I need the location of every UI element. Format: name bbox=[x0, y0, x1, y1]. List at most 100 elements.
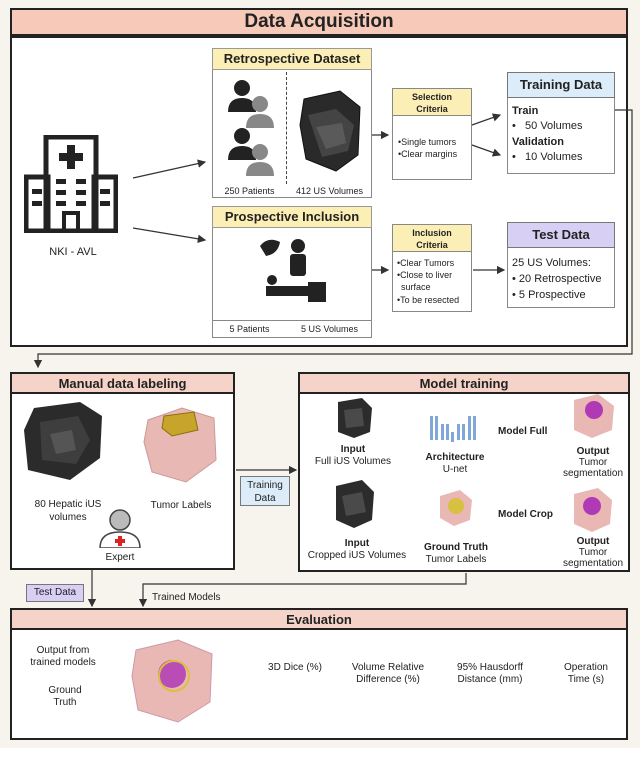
selection-title-line2: Criteria bbox=[416, 104, 448, 114]
tumor-label-image bbox=[142, 404, 220, 484]
training-data-flow-label: Training Data bbox=[240, 476, 290, 506]
metric-operation-time: Operation Time (s) bbox=[548, 662, 624, 686]
patients-icon bbox=[224, 78, 279, 178]
prospective-divider bbox=[212, 320, 372, 321]
selection-criteria-title: Selection Criteria bbox=[392, 88, 472, 116]
train-label: Train bbox=[512, 105, 539, 117]
data-acquisition-title: Data Acquisition bbox=[10, 8, 628, 36]
validation-label: Validation bbox=[512, 136, 564, 148]
selection-item: •Single tumors bbox=[398, 137, 457, 147]
inclusion-title-line1: Inclusion bbox=[412, 228, 452, 238]
metric-line1: Volume Relative bbox=[351, 662, 425, 673]
metric-line2: Time (s) bbox=[567, 674, 605, 685]
input1-sub: Full iUS Volumes bbox=[314, 456, 392, 467]
out1-sub1: Tumor bbox=[578, 457, 608, 468]
inclusion-item: •To be resected bbox=[397, 295, 460, 305]
hospital-icon bbox=[23, 134, 119, 234]
out2-label: Output bbox=[576, 536, 610, 547]
eval-gt-line2: Truth bbox=[53, 697, 77, 708]
test-data-prosp: • 5 Prospective bbox=[512, 289, 586, 301]
input1-label: Input bbox=[340, 444, 366, 455]
ground-truth-image bbox=[436, 488, 474, 528]
prospective-patients: 5 Patients bbox=[229, 324, 270, 334]
full-volume-image bbox=[334, 396, 374, 440]
hepatic-volume-image bbox=[20, 400, 106, 482]
inclusion-item: •Close to liver bbox=[397, 270, 453, 280]
hepatic-volumes-line1: 80 Hepatic iUS bbox=[34, 499, 102, 510]
inclusion-item-text: Clear Tumors bbox=[400, 258, 455, 268]
test-data-count: 25 US Volumes: bbox=[512, 257, 591, 269]
train-value-text: 50 Volumes bbox=[525, 120, 583, 132]
validation-value-text: 10 Volumes bbox=[525, 151, 583, 163]
hepatic-volumes-line2: volumes bbox=[49, 512, 87, 523]
metric-line2: Difference (%) bbox=[356, 674, 420, 685]
input2-label: Input bbox=[344, 538, 370, 549]
ground-truth-label: Ground Truth Tumor Labels bbox=[418, 542, 494, 566]
out1-label: Output bbox=[576, 446, 610, 457]
gt-sub: Tumor Labels bbox=[425, 554, 487, 565]
surgery-icon bbox=[258, 236, 328, 308]
test-data-retro: • 20 Retrospective bbox=[512, 273, 602, 285]
metric-hausdorff: 95% Hausdorff Distance (mm) bbox=[442, 662, 538, 686]
hospital-label: NKI - AVL bbox=[49, 246, 97, 258]
input-full-label: Input Full iUS Volumes bbox=[308, 444, 398, 468]
out2-sub1: Tumor bbox=[578, 547, 608, 558]
tumor-labels-label: Tumor Labels bbox=[150, 500, 212, 511]
test-retro-text: 20 Retrospective bbox=[518, 273, 602, 285]
inclusion-title-line2: Criteria bbox=[416, 240, 448, 250]
test-prosp-text: 5 Prospective bbox=[518, 289, 586, 301]
metric-line1: Operation bbox=[564, 662, 608, 673]
training-flow-line1: Training bbox=[247, 480, 283, 491]
train-value: • 50 Volumes bbox=[512, 120, 583, 132]
validation-value: • 10 Volumes bbox=[512, 151, 583, 163]
retrospective-volumes: 412 US Volumes bbox=[295, 186, 364, 196]
training-flow-line2: Data bbox=[254, 493, 276, 504]
output-full-label: Output Tumor segmentation bbox=[558, 446, 628, 479]
selection-item: •Clear margins bbox=[398, 149, 458, 159]
evaluation-title: Evaluation bbox=[10, 608, 628, 630]
architecture-label: Architecture U-net bbox=[420, 452, 490, 476]
eval-output-line1: Output from bbox=[36, 645, 90, 656]
inclusion-item-continued: surface bbox=[401, 282, 431, 292]
evaluation-overlay-image bbox=[128, 636, 216, 726]
training-data-title: Training Data bbox=[507, 72, 615, 98]
metric-volume-difference: Volume Relative Difference (%) bbox=[336, 662, 440, 686]
selection-title-line1: Selection bbox=[411, 92, 452, 102]
inclusion-item-text: To be resected bbox=[400, 295, 460, 305]
model-full-label: Model Full bbox=[498, 426, 548, 437]
inclusion-item-text: Close to liver bbox=[400, 270, 453, 280]
retrospective-title: Retrospective Dataset bbox=[212, 48, 372, 70]
output-crop-label: Output Tumor segmentation bbox=[558, 536, 628, 569]
selection-item-text: Clear margins bbox=[401, 149, 458, 159]
inclusion-item: •Clear Tumors bbox=[397, 258, 455, 268]
retrospective-divider bbox=[286, 72, 287, 184]
test-data-title: Test Data bbox=[507, 222, 615, 248]
metric-line2: Distance (mm) bbox=[457, 674, 523, 685]
inclusion-criteria-title: Inclusion Criteria bbox=[392, 224, 472, 252]
out1-sub2: segmentation bbox=[562, 468, 624, 479]
eval-gt-line1: Ground bbox=[48, 685, 82, 696]
model-crop-label: Model Crop bbox=[498, 509, 553, 520]
eval-gt-label: Ground Truth bbox=[30, 685, 100, 709]
metric-line1: 3D Dice (%) bbox=[268, 662, 322, 673]
selection-item-text: Single tumors bbox=[401, 137, 457, 147]
unet-icon bbox=[428, 414, 478, 446]
output-full-image bbox=[570, 392, 616, 440]
expert-label: Expert bbox=[105, 552, 135, 563]
model-training-title: Model training bbox=[298, 372, 630, 394]
metric-line1: 95% Hausdorff bbox=[457, 662, 523, 673]
input2-sub: Cropped iUS Volumes bbox=[307, 550, 407, 561]
prospective-volumes: 5 US Volumes bbox=[300, 324, 359, 334]
ultrasound-volume-image bbox=[296, 85, 366, 175]
arch-sub: U-net bbox=[442, 464, 468, 475]
test-data-flow-label: Test Data bbox=[26, 584, 84, 602]
trained-models-flow-label: Trained Models bbox=[152, 592, 221, 603]
hepatic-volumes-label: 80 Hepatic iUS volumes bbox=[18, 498, 118, 524]
out2-sub2: segmentation bbox=[562, 558, 624, 569]
eval-output-line2: trained models bbox=[30, 657, 96, 668]
output-crop-image bbox=[570, 486, 614, 534]
prospective-title: Prospective Inclusion bbox=[212, 206, 372, 228]
cropped-volume-image bbox=[332, 478, 376, 530]
eval-output-label: Output from trained models bbox=[18, 645, 108, 669]
arch-label: Architecture bbox=[425, 452, 485, 463]
